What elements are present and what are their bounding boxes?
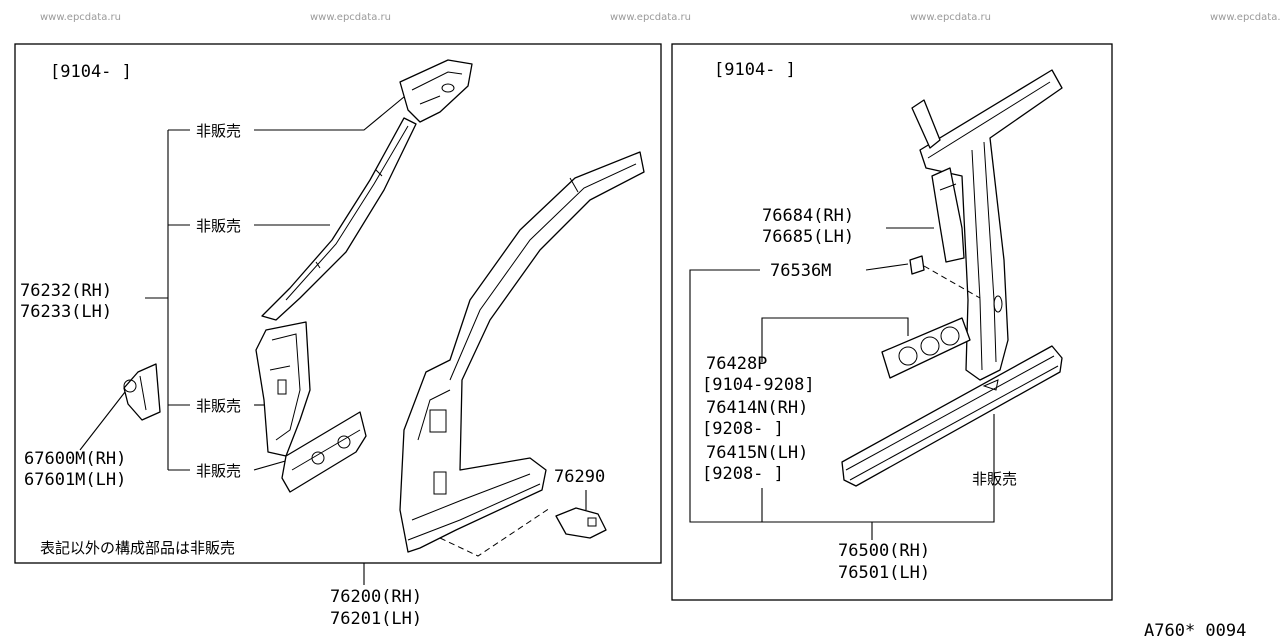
roof-rail-b-pillar-part bbox=[919, 69, 1063, 381]
part-number-76685: 76685(LH) bbox=[762, 227, 854, 247]
upper-reinforcement-part bbox=[911, 99, 941, 149]
watermark: www.epcdata.ru bbox=[910, 12, 991, 23]
clip-76290-part bbox=[555, 507, 607, 539]
watermark: www.epcdata.ru bbox=[310, 12, 391, 23]
not-sold-label: 非販売 bbox=[196, 462, 241, 480]
hinge-pillar-upper-part bbox=[255, 321, 311, 457]
date-range-76428p: [9104-9208] bbox=[702, 375, 815, 395]
part-number-76415n: 76415N(LH) bbox=[706, 443, 808, 463]
part-number-67600m: 67600M(RH) bbox=[24, 449, 126, 469]
not-sold-label: 非販売 bbox=[196, 122, 241, 140]
right-date-range: [9104- ] bbox=[714, 60, 796, 80]
upper-a-pillar-part bbox=[399, 59, 473, 123]
patch-76536m-part bbox=[909, 255, 925, 275]
part-number-76500: 76500(RH) bbox=[838, 541, 930, 561]
dashed-leader-76290 bbox=[439, 507, 551, 557]
part-number-76200: 76200(RH) bbox=[330, 587, 422, 607]
right-panel-frame bbox=[671, 43, 1113, 601]
part-number-76428p: 76428P bbox=[706, 354, 767, 374]
dashed-leader-76536m bbox=[923, 265, 981, 299]
watermark: www.epcdata.ru bbox=[40, 12, 121, 23]
part-number-76233: 76233(LH) bbox=[20, 302, 112, 322]
part-number-67601m: 67601M(LH) bbox=[24, 470, 126, 490]
part-number-76684: 76684(RH) bbox=[762, 206, 854, 226]
part-number-76290: 76290 bbox=[554, 467, 605, 487]
part-number-76201: 76201(LH) bbox=[330, 609, 422, 629]
part-number-76232: 76232(RH) bbox=[20, 281, 112, 301]
side-sill-part bbox=[841, 345, 1063, 487]
watermark-layer: www.epcdata.ru www.epcdata.ru www.epcdat… bbox=[40, 12, 1280, 23]
date-range-76415n: [9208- ] bbox=[702, 464, 784, 484]
watermark: www.epcdata.ru bbox=[1210, 12, 1280, 23]
part-number-76501: 76501(LH) bbox=[838, 563, 930, 583]
watermark: www.epcdata.ru bbox=[610, 12, 691, 23]
figure-code: A760* 0094 bbox=[1144, 621, 1246, 640]
leader-76428p bbox=[761, 317, 909, 362]
leader-76536m bbox=[865, 263, 909, 271]
panel-76428p-part bbox=[881, 317, 971, 379]
reinforcement-76684-part bbox=[931, 167, 965, 263]
bracket-67600m-part bbox=[123, 363, 161, 421]
not-sold-label: 非販売 bbox=[972, 470, 1017, 488]
not-sold-note: 表記以外の構成部品は非販売 bbox=[40, 539, 235, 557]
not-sold-label: 非販売 bbox=[196, 217, 241, 235]
date-range-76414n: [9208- ] bbox=[702, 419, 784, 439]
leader-76500-bracket bbox=[689, 269, 995, 523]
not-sold-label: 非販売 bbox=[196, 397, 241, 415]
left-panel-frame bbox=[14, 43, 662, 564]
part-number-76536m: 76536M bbox=[770, 261, 831, 281]
a-pillar-inner-part bbox=[261, 117, 417, 321]
hinge-pillar-lower-part bbox=[281, 411, 367, 493]
left-date-range: [9104- ] bbox=[50, 62, 132, 82]
part-number-76414n: 76414N(RH) bbox=[706, 398, 808, 418]
body-side-outer-part bbox=[399, 151, 645, 553]
